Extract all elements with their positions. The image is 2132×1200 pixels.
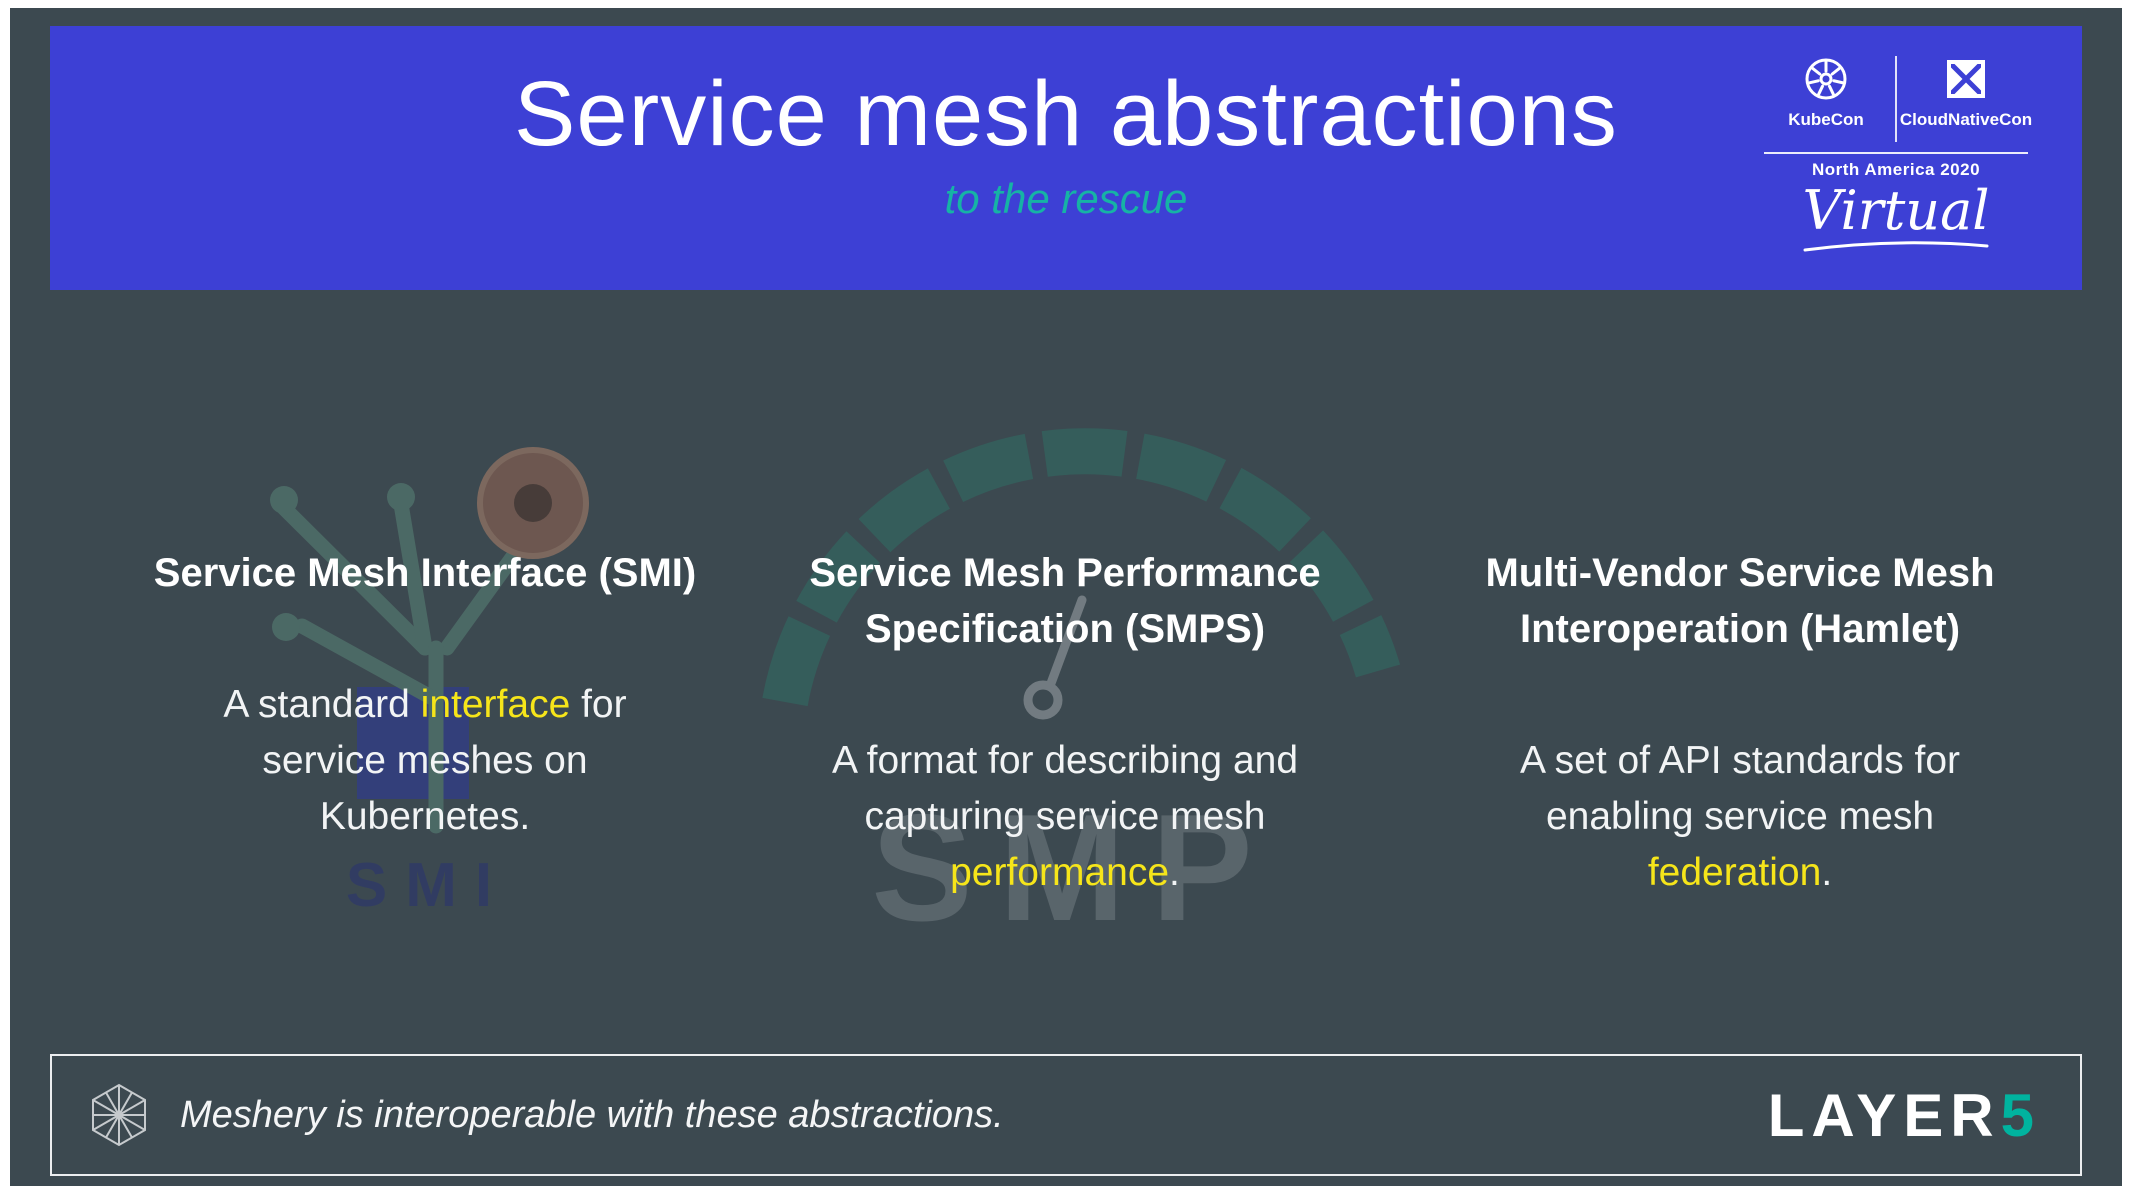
cloudnativecon-block: CloudNativeCon: [1900, 56, 2032, 130]
hamlet-body-highlight: federation: [1647, 851, 1822, 894]
column-hamlet-title: Multi-Vendor Service Mesh Interoperation…: [1485, 551, 1995, 651]
column-hamlet: Multi-Vendor Service Mesh Interoperation…: [1400, 545, 2080, 901]
smps-body-pre: A format for describing and capturing se…: [831, 739, 1299, 838]
column-smi-title: Service Mesh Interface (SMI): [153, 551, 697, 595]
hamlet-body-pre: A set of API standards for enabling serv…: [1519, 739, 1961, 838]
virtual-underline-flourish: [1803, 241, 1989, 252]
cloudnativecon-icon: [1947, 60, 1985, 98]
title-block: Service mesh abstractions to the rescue: [50, 66, 2082, 223]
slide-title: Service mesh abstractions: [514, 63, 1618, 165]
slide: Service mesh abstractions to the rescue: [10, 8, 2122, 1186]
conference-logo-row: KubeCon CloudNativeCon: [1762, 56, 2032, 142]
smi-body-highlight: interface: [420, 683, 571, 726]
cloudnativecon-label: CloudNativeCon: [1899, 110, 2033, 129]
layer5-accent: 5: [2000, 1081, 2034, 1149]
column-hamlet-body: A set of API standards for enabling serv…: [1470, 733, 2010, 901]
smps-body-highlight: performance: [950, 851, 1170, 894]
footer-bar: Meshery is interoperable with these abst…: [50, 1054, 2082, 1176]
smps-body-post: .: [1169, 851, 1180, 894]
kubecon-label: KubeCon: [1788, 110, 1864, 129]
column-smps-title: Service Mesh Performance Specification (…: [809, 551, 1321, 651]
column-smi-body: A standard interface for service meshes …: [185, 677, 665, 845]
column-smps-body: A format for describing and capturing se…: [779, 733, 1351, 901]
column-smps: Service Mesh Performance Specification (…: [745, 545, 1385, 901]
logo-rule: [1764, 152, 2028, 154]
slide-subtitle: to the rescue: [944, 174, 1188, 222]
conference-edition: North America 2020: [1811, 160, 1981, 179]
meshery-logo-icon: [92, 1083, 146, 1147]
smi-watermark-text: SMI: [346, 851, 510, 920]
column-smi: Service Mesh Interface (SMI) A standard …: [130, 545, 720, 845]
title-banner: Service mesh abstractions to the rescue: [50, 26, 2082, 290]
logo-divider: [1895, 56, 1897, 142]
virtual-label: Virtual: [1802, 179, 1990, 242]
smi-body-pre: A standard: [223, 683, 421, 726]
kubecon-block: KubeCon: [1767, 56, 1885, 130]
layer5-logo: LAYER5: [1768, 1081, 2034, 1150]
layer5-wordmark: LAYER: [1767, 1081, 2001, 1149]
hamlet-body-post: .: [1821, 851, 1833, 894]
conference-logo: KubeCon CloudNativeCon North America 202…: [1762, 56, 2032, 254]
kubernetes-wheel-icon: [1805, 58, 1847, 100]
footer-note: Meshery is interoperable with these abst…: [180, 1093, 1004, 1136]
